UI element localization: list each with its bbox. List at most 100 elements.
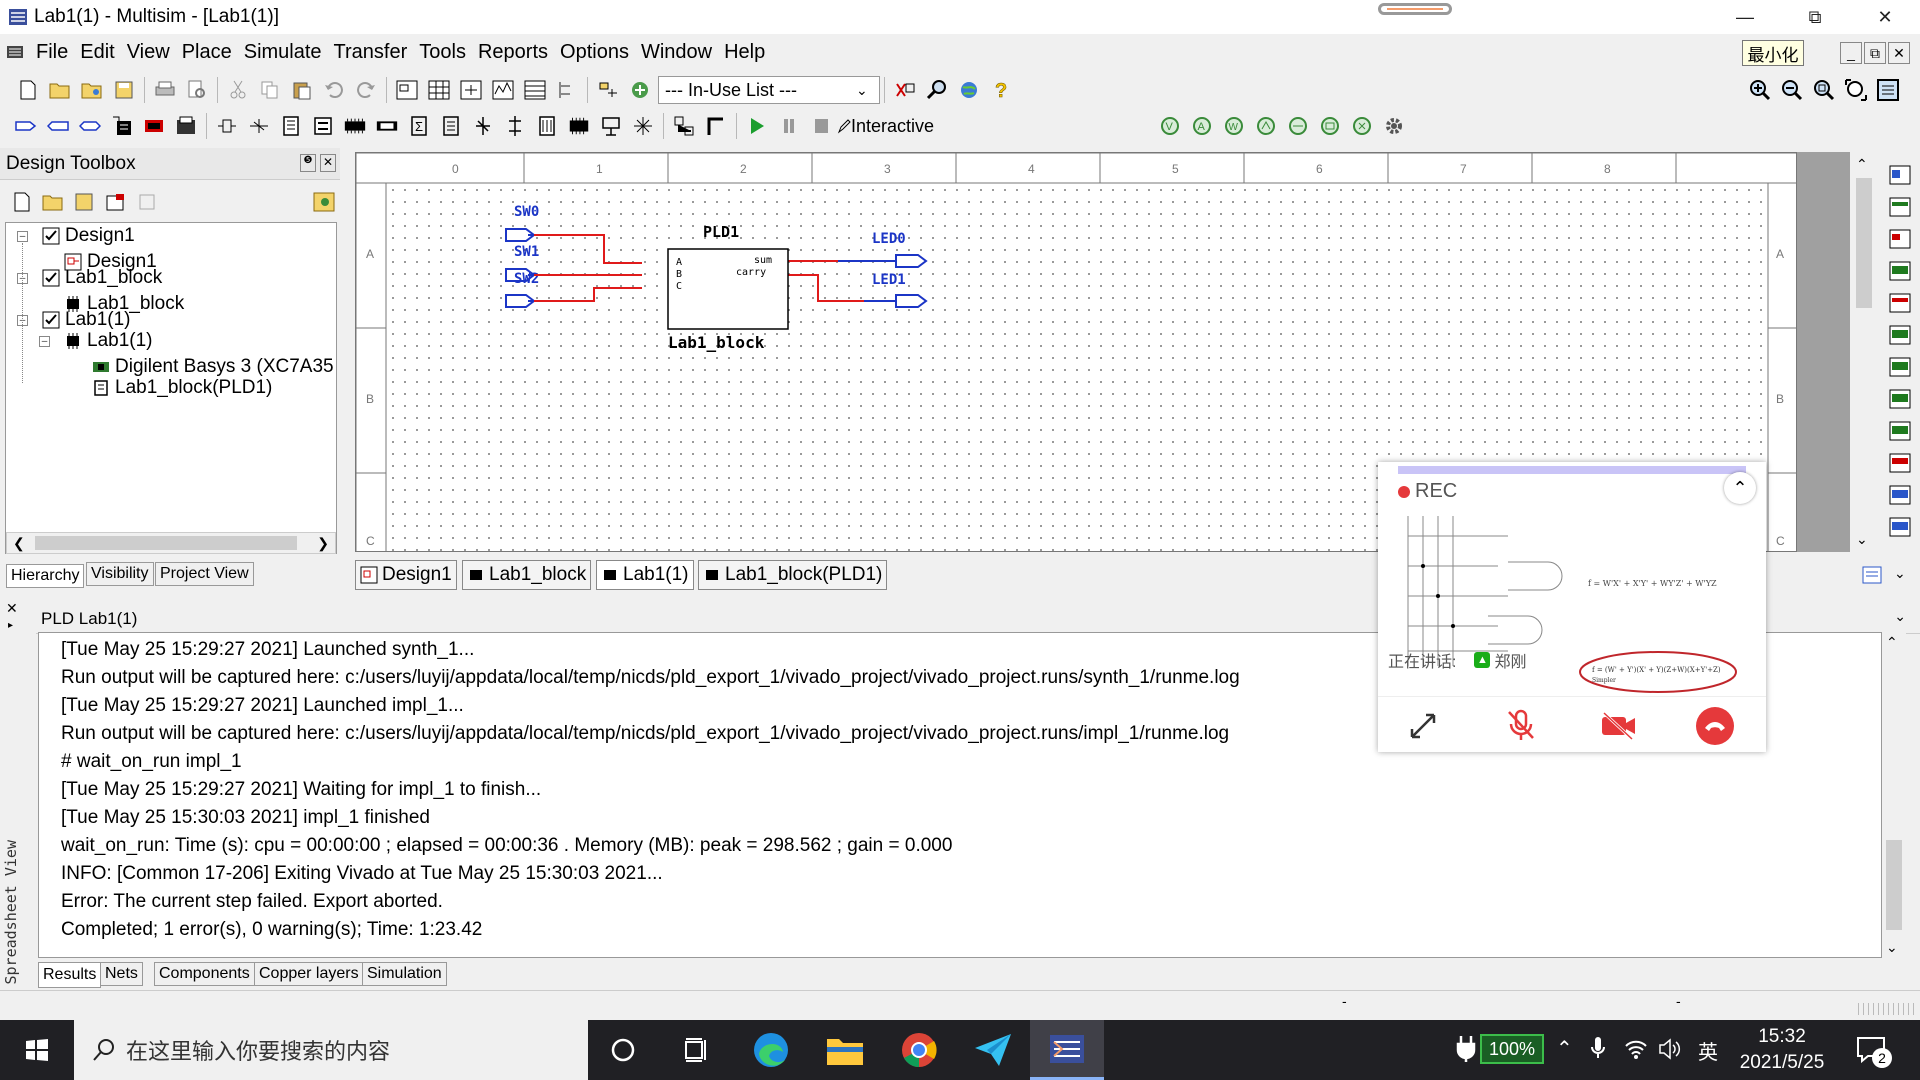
full-screen-icon[interactable] xyxy=(1876,78,1900,102)
voltmeter-icon[interactable]: V xyxy=(1158,114,1182,138)
voltage-probe-icon[interactable] xyxy=(1254,114,1278,138)
tree-node-basys3[interactable]: Digilent Basys 3 (XC7A35 xyxy=(92,354,334,380)
new-design-icon[interactable] xyxy=(10,190,33,214)
digital-probe-icon[interactable] xyxy=(1318,114,1342,138)
schematic-vertical-scrollbar[interactable]: ⌃ ⌄ xyxy=(1850,152,1878,552)
source-component-icon[interactable] xyxy=(14,114,38,138)
zoom-fit-icon[interactable] xyxy=(1844,78,1868,102)
taskbar-chrome[interactable] xyxy=(882,1020,956,1080)
advanced-peripherals-icon[interactable]: Σ xyxy=(407,114,431,138)
taskbar-search-box[interactable]: 在这里输入你要搜索的内容 xyxy=(74,1020,588,1080)
mcu-component-icon[interactable] xyxy=(567,114,591,138)
scroll-right-icon[interactable]: ❯ xyxy=(317,535,329,551)
task-view-button[interactable] xyxy=(660,1020,734,1080)
diode-component-icon[interactable] xyxy=(78,114,102,138)
tab-nets[interactable]: Nets xyxy=(100,962,143,986)
current-probe-icon[interactable] xyxy=(1286,114,1310,138)
collapse-toggle[interactable]: – xyxy=(39,336,50,347)
in-use-list-dropdown[interactable]: --- In-Use List --- xyxy=(658,76,880,104)
rename-design-icon[interactable] xyxy=(135,190,158,214)
indicator-component-icon[interactable] xyxy=(311,114,335,138)
tree-node-lab1-block[interactable]: Lab1_block xyxy=(42,265,162,291)
sheet-tab-lab1-block[interactable]: Lab1_block xyxy=(462,560,592,590)
print-preview-icon[interactable] xyxy=(185,78,209,102)
clock-date[interactable]: 2021/5/25 xyxy=(1739,1052,1825,1073)
canvas-corner-icon[interactable] xyxy=(1862,566,1884,586)
close-button[interactable]: ✕ xyxy=(1877,6,1893,27)
menu-view[interactable]: View xyxy=(126,40,170,63)
scroll-down-icon[interactable]: ⌄ xyxy=(1886,939,1898,955)
web-icon[interactable] xyxy=(957,78,981,102)
meeting-floating-window[interactable]: f = W'X' + X'Y' + WY'Z' + W'YZ f = (W' +… xyxy=(1378,462,1766,752)
sheet-tab-lab1-1[interactable]: Lab1(1) xyxy=(596,560,694,590)
volume-icon[interactable] xyxy=(1658,1038,1682,1060)
zoom-out-icon[interactable] xyxy=(1780,78,1804,102)
mic-muted-icon[interactable] xyxy=(1506,709,1536,743)
spreadsheet-view-icon[interactable] xyxy=(427,78,451,102)
new-file-icon[interactable] xyxy=(16,78,40,102)
output-connectors[interactable] xyxy=(895,254,928,308)
mdi-close-button[interactable]: ✕ xyxy=(1888,42,1910,64)
misc-component-icon[interactable] xyxy=(375,114,399,138)
menu-window[interactable]: Window xyxy=(640,40,713,63)
tab-copper-layers[interactable]: Copper layers xyxy=(254,962,364,986)
menu-transfer[interactable]: Transfer xyxy=(333,40,408,63)
menu-tools[interactable]: Tools xyxy=(419,40,466,63)
analog-component-icon[interactable] xyxy=(142,114,166,138)
menu-reports[interactable]: Reports xyxy=(477,40,549,63)
menu-options[interactable]: Options xyxy=(560,40,629,63)
mixed-component-icon[interactable] xyxy=(279,114,303,138)
scroll-left-icon[interactable]: ❮ xyxy=(13,535,25,551)
undo-icon[interactable] xyxy=(322,78,346,102)
tree-node-lab1-block-sheet[interactable]: Lab1_block xyxy=(64,291,184,317)
find-icon[interactable] xyxy=(925,78,949,102)
taskbar-multisim[interactable] xyxy=(1030,1020,1104,1080)
zoom-area-icon[interactable] xyxy=(1812,78,1836,102)
tree-node-lab1-1-sheet[interactable]: Lab1(1) xyxy=(64,328,153,354)
pld-block[interactable] xyxy=(667,248,789,330)
menu-simulate[interactable]: Simulate xyxy=(243,40,322,63)
collapse-chevron-up-icon[interactable]: ⌃ xyxy=(1724,472,1756,504)
probe-icon[interactable] xyxy=(672,114,696,138)
open-file-icon[interactable] xyxy=(48,78,72,102)
transfer-icon[interactable] xyxy=(893,78,917,102)
wattmeter-icon[interactable]: W xyxy=(1222,114,1246,138)
chevron-down-icon[interactable]: ⌄ xyxy=(1894,608,1906,624)
copy-icon[interactable] xyxy=(258,78,282,102)
tab-components[interactable]: Components xyxy=(154,962,255,986)
battery-indicator[interactable]: 100% xyxy=(1480,1034,1544,1064)
scroll-thumb[interactable] xyxy=(1886,840,1902,930)
place-component-icon[interactable] xyxy=(596,78,620,102)
tree-node-design1[interactable]: Design1 xyxy=(42,223,135,249)
restore-button[interactable]: ⧉ xyxy=(1808,6,1822,27)
window-handle[interactable] xyxy=(1378,3,1452,15)
electromechanical-icon[interactable] xyxy=(471,114,495,138)
print-icon[interactable] xyxy=(153,78,177,102)
notification-center-button[interactable]: 2 xyxy=(1856,1034,1892,1068)
mdi-minimize-button[interactable]: _ xyxy=(1840,42,1862,64)
tray-chevron-up-icon[interactable]: ⌃ xyxy=(1556,1038,1573,1060)
hang-up-button[interactable] xyxy=(1696,707,1734,745)
sheet-tab-lab1-block-pld1[interactable]: Lab1_block(PLD1) xyxy=(698,560,888,590)
probe-gear-icon[interactable] xyxy=(1382,114,1406,138)
panel-pin-icon[interactable]: ❺ xyxy=(300,154,316,172)
scroll-down-icon[interactable]: ⌄ xyxy=(1856,531,1868,547)
instrument-icons[interactable]: ⌄ xyxy=(1880,150,1920,580)
scroll-thumb[interactable] xyxy=(1856,178,1872,308)
bus-icon[interactable] xyxy=(631,114,655,138)
start-button[interactable] xyxy=(0,1020,74,1080)
grapher-icon[interactable] xyxy=(491,78,515,102)
microphone-icon[interactable] xyxy=(1590,1036,1606,1060)
meeting-drag-bar[interactable] xyxy=(1398,466,1746,474)
wifi-icon[interactable] xyxy=(1624,1038,1648,1060)
paste-icon[interactable] xyxy=(290,78,314,102)
connector-icon[interactable] xyxy=(535,114,559,138)
electrical-rules-icon[interactable] xyxy=(628,78,652,102)
tab-simulation[interactable]: Simulation xyxy=(362,962,447,986)
sidebar-close-icon[interactable]: ✕ xyxy=(6,600,18,616)
scroll-thumb[interactable] xyxy=(35,536,297,550)
cortana-button[interactable] xyxy=(586,1020,660,1080)
ammeter-icon[interactable]: A xyxy=(1190,114,1214,138)
sheet-tab-design1[interactable]: Design1 xyxy=(355,560,457,590)
schematic-view-icon[interactable] xyxy=(395,78,419,102)
